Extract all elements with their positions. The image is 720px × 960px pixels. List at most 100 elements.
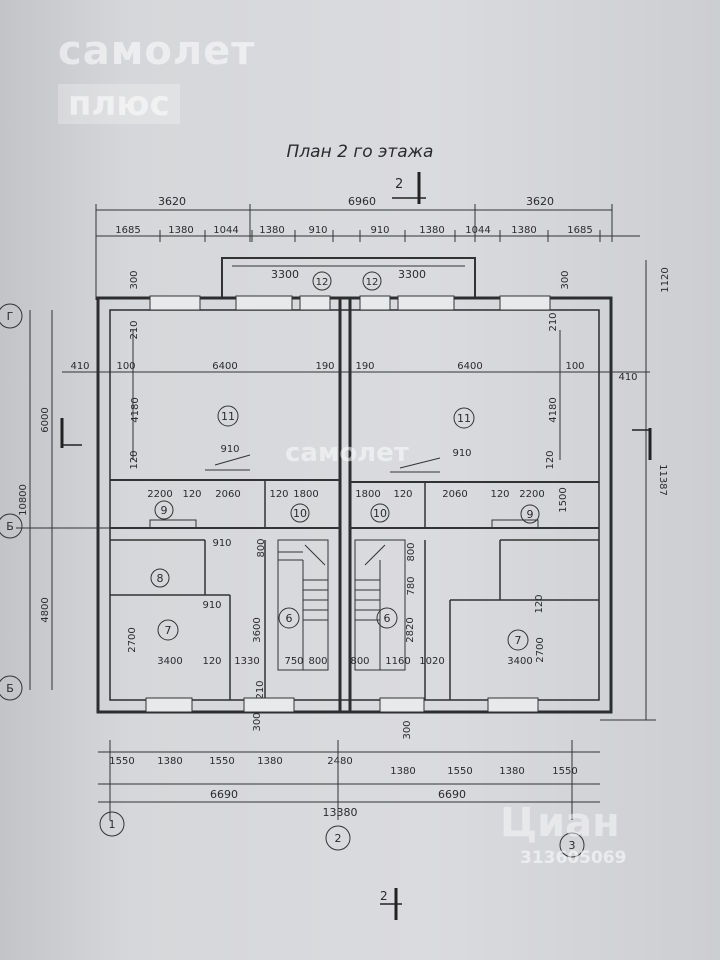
dim-v2: 780 — [406, 576, 417, 595]
room-6-left: 6 — [286, 612, 293, 625]
center-watermark: самолет — [285, 438, 409, 468]
balcony-tag-left: 12 — [316, 277, 329, 288]
axis-col-1: 2 — [335, 832, 342, 845]
left-total: 10800 — [18, 484, 29, 516]
lower-dim-8: 3400 — [507, 656, 532, 667]
bot-2: 1550 — [209, 756, 234, 767]
room-8-left: 8 — [157, 572, 164, 585]
room-tags-lower: 7 7 6 6 8 — [150, 568, 529, 651]
dim-top1-1: 6960 — [348, 195, 376, 208]
dim-width-left: 6400 — [212, 361, 237, 372]
left-dim-lines — [16, 310, 110, 690]
dim-sub-right: 800 — [406, 542, 417, 561]
total-half-right: 6690 — [438, 788, 466, 801]
dim-top2-3: 1380 — [259, 225, 284, 236]
balcony-outline — [221, 257, 476, 299]
dim-v1: 1500 — [558, 487, 569, 512]
corr-2: 2060 — [215, 489, 240, 500]
total-half-left: 6690 — [210, 788, 238, 801]
dim-edge-right: 100 — [565, 361, 584, 372]
dim-top2-1: 1380 — [168, 225, 193, 236]
column-axis-markers: 1 2 3 — [99, 811, 585, 858]
side-section-marks — [60, 418, 652, 460]
lower-dim-3: 750 — [284, 656, 303, 667]
axis-row-0: Г — [7, 310, 14, 323]
dim-top2-7: 1044 — [465, 225, 490, 236]
corr-5: 1800 — [355, 489, 380, 500]
brand-watermark-line1: самолет — [58, 28, 256, 74]
corr-7: 2060 — [442, 489, 467, 500]
bot-4: 2480 — [327, 756, 352, 767]
lower-dim-2: 1330 — [234, 656, 259, 667]
dim-v4-right: 300 — [402, 720, 413, 739]
dim-top1-0: 3620 — [158, 195, 186, 208]
total-width: 13380 — [323, 806, 358, 819]
dim-top1-2: 3620 — [526, 195, 554, 208]
axis-row-1: Б — [6, 520, 14, 533]
room-11-right: 11 — [457, 412, 471, 425]
corr-9: 2200 — [519, 489, 544, 500]
axis-col-0: 1 — [109, 818, 116, 831]
room-tags-mid: 9 9 10 10 — [154, 500, 540, 524]
dim-top2-5: 910 — [370, 225, 389, 236]
bot-1: 1380 — [157, 756, 182, 767]
bot-3: 1380 — [257, 756, 282, 767]
dim-side-h: 120 — [534, 594, 545, 613]
left-lower: 4800 — [40, 597, 51, 622]
lower-dim-5: 800 — [350, 656, 369, 667]
balcony-right-length: 3300 — [398, 268, 426, 281]
top-windows — [149, 295, 551, 311]
room-9-left: 9 — [161, 504, 168, 517]
row-axis-markers: Г Б Б — [0, 303, 23, 701]
room-7-left: 7 — [165, 624, 172, 637]
dim-small-door-2: 910 — [202, 600, 221, 611]
bottom-windows — [145, 697, 539, 713]
lower-dim-1: 120 — [202, 656, 221, 667]
outer-walls — [96, 296, 613, 714]
balcony-side-dim: 1120 — [660, 267, 671, 292]
dim-top2-8: 1380 — [511, 225, 536, 236]
bot-0: 1550 — [109, 756, 134, 767]
top-dimension-lines — [95, 204, 640, 300]
room-10-right: 10 — [373, 507, 387, 520]
plan-title: План 2 го этажа — [287, 142, 434, 162]
dim-width-right: 6400 — [457, 361, 482, 372]
corr-4: 1800 — [293, 489, 318, 500]
bot-6: 1550 — [447, 766, 472, 777]
bot-7: 1380 — [499, 766, 524, 777]
dim-height-right: 4180 — [548, 397, 559, 422]
upper-door-dims: 910 910 — [220, 444, 471, 459]
dim-outer-left: 410 — [70, 361, 89, 372]
bottom-dim-lines — [98, 740, 600, 820]
bot-5: 1380 — [390, 766, 415, 777]
corridor-walls — [110, 480, 599, 529]
balcony-left-length: 3300 — [271, 268, 299, 281]
lower-dim-4: 800 — [308, 656, 327, 667]
dim-small-door: 910 — [212, 538, 231, 549]
cian-watermark-id: 313605069 — [520, 848, 627, 868]
corr-3: 120 — [269, 489, 288, 500]
corr-1: 120 — [182, 489, 201, 500]
dim-topinner-left: 210 — [129, 320, 140, 339]
room-7-right: 7 — [515, 634, 522, 647]
dim-top2-6: 1380 — [419, 225, 444, 236]
top-dims-row2: 1685 1380 1044 1380 910 910 1380 1044 13… — [115, 225, 592, 236]
axis-col-2: 3 — [569, 839, 576, 852]
dim-v4-left: 300 — [252, 712, 263, 731]
lower-dim-7: 1020 — [419, 656, 444, 667]
dim-top2-2: 1044 — [213, 225, 238, 236]
corridor-row-dims: 2200 120 2060 120 1800 1800 120 2060 120… — [147, 489, 544, 500]
room-10-left: 10 — [293, 507, 307, 520]
section-mark-bottom: 2 — [380, 889, 388, 903]
brand-watermark-line2: плюс — [58, 84, 180, 124]
right-dim-lines — [600, 260, 656, 721]
upper-room-dims: 410 100 6400 190 190 6400 100 410 4180 4… — [70, 270, 637, 469]
lower-dim-0: 3400 — [157, 656, 182, 667]
corr-8: 120 — [490, 489, 509, 500]
dim-gap-right: 190 — [355, 361, 374, 372]
corr-6: 120 — [393, 489, 412, 500]
dim-outer-right: 410 — [618, 372, 637, 383]
dim-top2-4: 910 — [308, 225, 327, 236]
